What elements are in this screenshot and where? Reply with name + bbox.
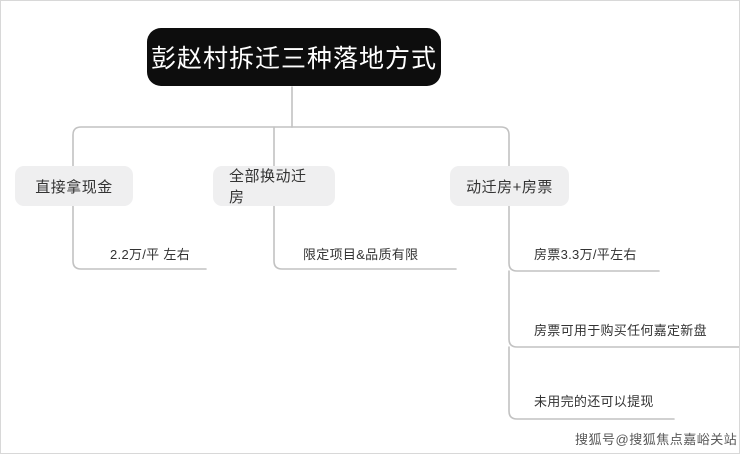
leaf-label: 限定项目&品质有限	[303, 247, 419, 262]
root-node: 彭赵村拆迁三种落地方式	[147, 28, 441, 86]
connector-bus-left	[72, 126, 293, 167]
leaf-label: 房票3.3万/平左右	[534, 247, 637, 262]
branch-node-cash: 直接拿现金	[15, 166, 133, 206]
branch-node-relocation-housing: 全部换动迁房	[213, 166, 335, 206]
watermark: 搜狐号@搜狐焦点嘉峪关站	[575, 432, 738, 447]
branch-node-label: 直接拿现金	[35, 178, 113, 196]
leaf-label: 2.2万/平 左右	[110, 247, 190, 262]
root-node-label: 彭赵村拆迁三种落地方式	[150, 45, 437, 73]
connector-bus-right	[291, 126, 510, 167]
branch-node-housing-plus-voucher: 动迁房+房票	[450, 166, 569, 206]
branch-node-label: 全部换动迁房	[229, 168, 307, 206]
leaf-label: 未用完的还可以提现	[534, 394, 654, 409]
leaf-label: 房票可用于购买任何嘉定新盘	[534, 323, 707, 338]
branch-node-label: 动迁房+房票	[466, 178, 553, 196]
